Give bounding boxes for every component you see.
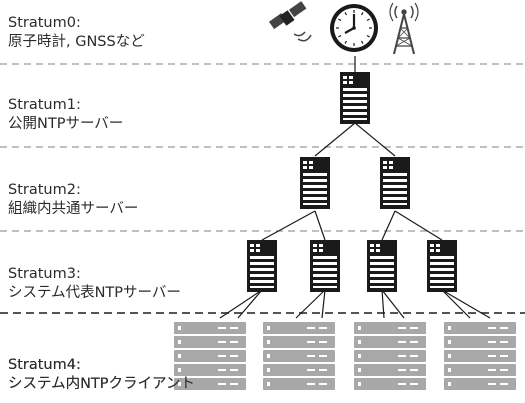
stratum4-client-rack-4: [444, 322, 516, 390]
stratum2-label: Stratum2: 組織内共通サーバー: [8, 181, 138, 219]
stratum3-desc: システム代表NTPサーバー: [8, 285, 181, 301]
stratum4-label: Stratum4: システム内NTPクライアント: [8, 356, 195, 394]
stratum2-server-right: [380, 157, 410, 209]
stratum1-label: Stratum1: 公開NTPサーバー: [8, 96, 123, 134]
stratum4-desc: システム内NTPクライアント: [8, 376, 195, 392]
stratum1-public-ntp-server: [340, 72, 370, 124]
stratum3-server-2: [310, 240, 340, 292]
stratum-divider-lines: [0, 63, 525, 314]
stratum2-desc: 組織内共通サーバー: [8, 201, 139, 217]
stratum4-name-overlay: Stratum4:: [8, 357, 81, 373]
stratum3-label: Stratum3: システム代表NTPサーバー: [8, 265, 181, 303]
stratum3-name: Stratum3:: [8, 266, 81, 282]
stratum4-name: Stratum4:: [8, 357, 81, 373]
satellite-icon: [268, 1, 312, 42]
clock-icon: [330, 4, 378, 52]
stratum3-server-3: [367, 240, 397, 292]
stratum4-client-rack-3: [354, 322, 426, 390]
stratum2-name: Stratum2:: [8, 182, 81, 198]
radio-tower-icon: [389, 2, 419, 55]
stratum0-label: Stratum0: 原子時計, GNSSなど: [8, 14, 145, 52]
stratum0-name: Stratum0:: [8, 15, 81, 31]
stratum1-desc: 公開NTPサーバー: [8, 116, 124, 132]
connection-lines: [219, 56, 491, 319]
stratum4-desc-overlay: システム内NTPクライアント: [8, 376, 195, 392]
stratum3-server-4: [427, 240, 457, 292]
stratum1-name: Stratum1:: [8, 97, 81, 113]
stratum4-label-overlay: Stratum4: システム内NTPクライアント: [8, 356, 195, 394]
stratum4-client-rack-2: [263, 322, 335, 390]
stratum2-server-left: [300, 157, 330, 209]
stratum0-desc: 原子時計, GNSSなど: [8, 34, 145, 50]
stratum3-server-1: [247, 240, 277, 292]
